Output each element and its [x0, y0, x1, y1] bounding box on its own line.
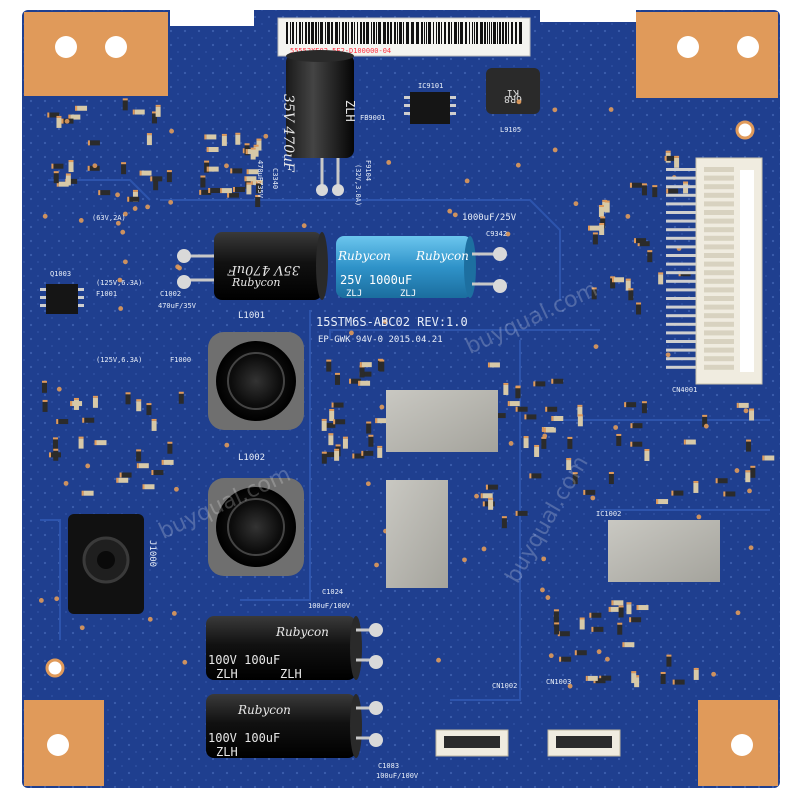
svg-text:L9105: L9105 [500, 126, 521, 134]
board-rating-text: EP-GWK 94V-0 2015.04.21 [318, 335, 443, 345]
mounting-pad-top-left [24, 12, 168, 96]
svg-text:Rubycon: Rubycon [415, 249, 469, 263]
svg-text:ZLH: ZLH [216, 667, 238, 681]
svg-text:(125V,6.3A): (125V,6.3A) [96, 279, 142, 287]
svg-text:F1001: F1001 [96, 290, 117, 298]
svg-text:35V 470uF: 35V 470uF [227, 262, 300, 277]
connector-cn1003: CN1003 [546, 678, 621, 757]
svg-text:K1: K1 [507, 87, 519, 98]
mounting-pad-bottom-left [24, 700, 104, 786]
connector-cn4001: CN4001 [666, 157, 763, 394]
capacitor-c3340: 35V 470uF ZLH 470uF/35V C3340 [256, 50, 357, 199]
svg-text:100V 100uF: 100V 100uF [208, 731, 280, 745]
svg-text:35V 470uF: 35V 470uF [280, 94, 296, 173]
mounting-pad-bottom-right [698, 700, 778, 786]
svg-text:FB9001: FB9001 [360, 114, 385, 122]
svg-text:ZLH: ZLH [216, 745, 238, 759]
svg-text:CN4001: CN4001 [672, 386, 697, 394]
svg-text:(32V,3.0A): (32V,3.0A) [354, 164, 362, 206]
inductor-l9105: 6R8 K1 L9105 [486, 68, 540, 134]
svg-text:Rubycon: Rubycon [337, 249, 391, 263]
svg-text:CN1003: CN1003 [546, 678, 571, 686]
svg-text:L1001: L1001 [238, 311, 265, 321]
svg-text:Q1003: Q1003 [50, 270, 71, 278]
barcode-sticker: 55552XE02-5E2-D100000-04 [277, 17, 531, 57]
svg-text:ZLJ: ZLJ [400, 289, 416, 299]
svg-text:C9342: C9342 [486, 230, 507, 238]
ic-chip-q1003: Q1003 [40, 270, 84, 314]
sticker-text: 55552XE02-5E2-D100000-04 [290, 47, 391, 55]
thermal-pad-2 [386, 480, 448, 588]
svg-text:F9104: F9104 [364, 160, 372, 181]
inductor-l1001: L1001 [208, 311, 304, 430]
svg-text:25V 1000uF: 25V 1000uF [340, 273, 412, 287]
svg-text:CN1002: CN1002 [492, 682, 517, 690]
board-model-text: 15STM6S-ABC02 REV:1.0 [316, 315, 468, 329]
connector-cn1002: CN1002 [435, 682, 517, 757]
capacitor-c9342: Rubycon Rubycon 25V 1000uF ZLJ ZLJ C9342… [336, 213, 517, 299]
svg-text:470uF/35V: 470uF/35V [256, 160, 264, 199]
svg-text:100uF/100V: 100uF/100V [308, 602, 351, 610]
svg-text:Rubycon: Rubycon [231, 276, 281, 289]
svg-text:C3340: C3340 [271, 168, 279, 189]
thermal-pad-1 [386, 390, 498, 452]
thermal-pad-3 [608, 520, 720, 582]
svg-text:IC1002: IC1002 [596, 510, 621, 518]
power-connector-j1000: J1000 [68, 514, 157, 614]
svg-text:100V 100uF: 100V 100uF [208, 653, 280, 667]
svg-text:Rubycon: Rubycon [275, 625, 329, 639]
svg-text:ZLH: ZLH [280, 667, 302, 681]
svg-text:470uF/35V: 470uF/35V [158, 302, 197, 310]
svg-text:(63V,2A): (63V,2A) [92, 214, 126, 222]
capacitor-c1083: Rubycon 100V 100uF ZLH C1083 100uF/100V [206, 694, 419, 780]
svg-text:IC9101: IC9101 [418, 82, 443, 90]
svg-text:C1024: C1024 [322, 588, 343, 596]
svg-text:F1000: F1000 [170, 356, 191, 364]
svg-text:(125V,6.3A): (125V,6.3A) [96, 356, 142, 364]
capacitor-c1024: Rubycon 100V 100uF ZLH ZLH C1024 100uF/1… [206, 588, 383, 681]
svg-text:C1083: C1083 [378, 762, 399, 770]
smd-components [38, 98, 775, 689]
svg-text:Rubycon: Rubycon [237, 703, 291, 717]
svg-text:6R8: 6R8 [504, 93, 522, 104]
mounting-pad-top-right [636, 12, 778, 98]
svg-text:ZLH: ZLH [343, 100, 357, 122]
svg-text:J1000: J1000 [147, 540, 157, 567]
svg-text:1000uF/25V: 1000uF/25V [462, 213, 517, 223]
svg-text:L1002: L1002 [238, 453, 265, 463]
inductor-l1002: L1002 [208, 453, 304, 576]
svg-text:ZLJ: ZLJ [346, 289, 362, 299]
capacitor-c1002: 35V 470uF Rubycon C1002 470uF/35V [158, 232, 328, 310]
svg-text:100uF/100V: 100uF/100V [376, 772, 419, 780]
ic-chip-ic9101: IC9101 [404, 82, 456, 124]
svg-text:C1002: C1002 [160, 290, 181, 298]
